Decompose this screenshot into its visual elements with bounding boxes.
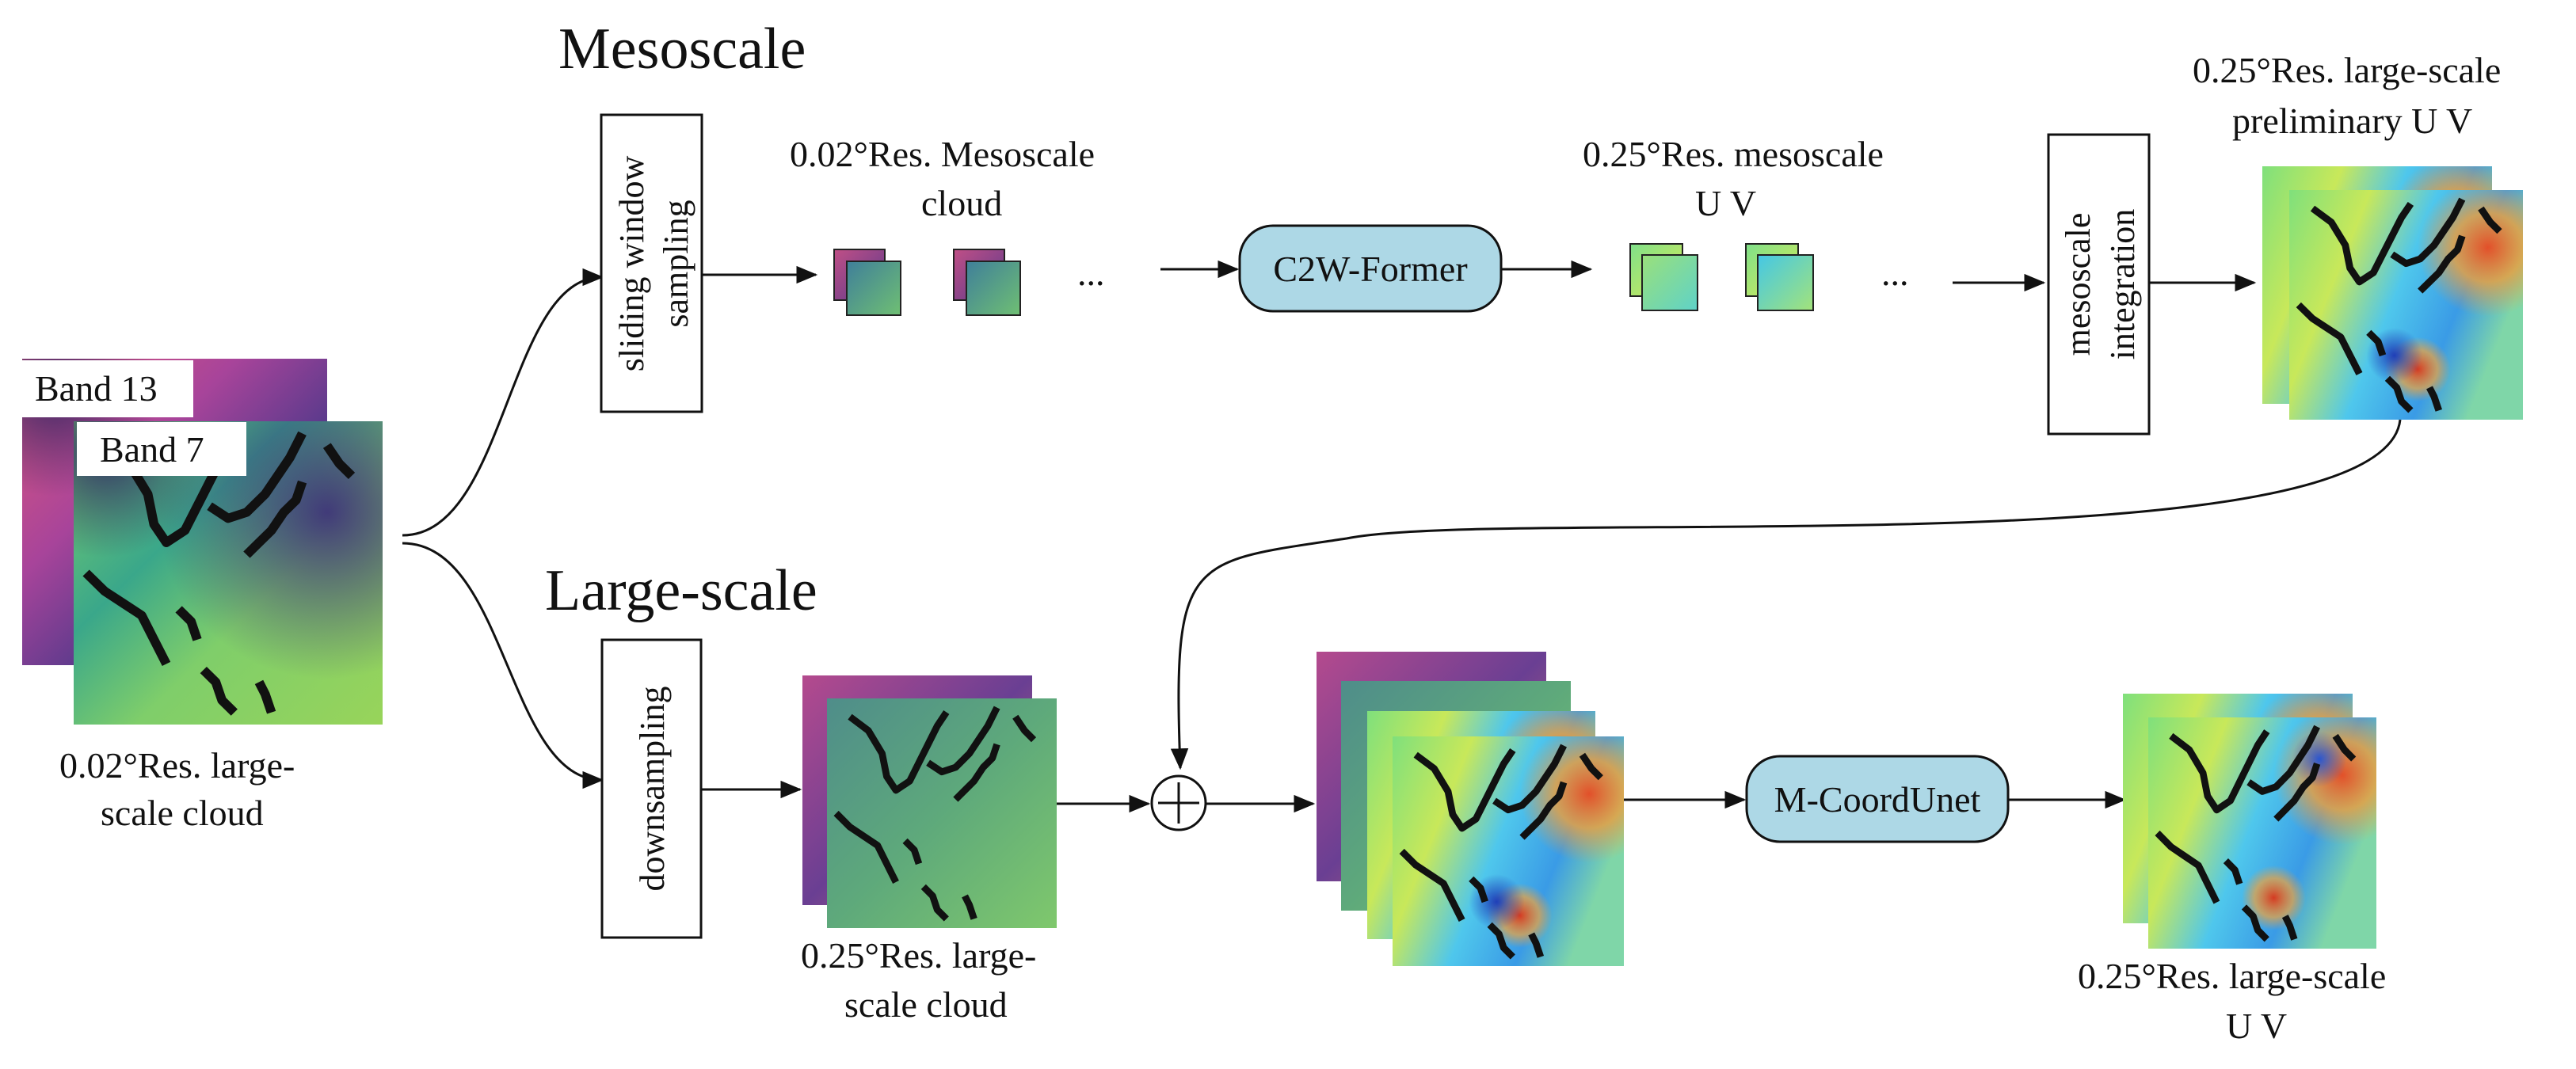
prelim-uv-label-line2: preliminary U V [2232,101,2472,141]
merge-node [1150,774,1207,831]
integration-label-line1: mesoscale [2059,213,2098,356]
meso-cloud-tile-1 [833,249,901,316]
m-coordunet-block: M-CoordUnet [1745,755,2010,843]
meso-cloud-label-line2: cloud [921,183,1002,223]
branch-curve-bottom [402,542,604,789]
preliminary-uv-image [2262,166,2523,420]
output-uv-label-line2: U V [2226,1006,2287,1046]
meso-uv-tile-2 [1745,243,1814,311]
band13-label: Band 13 [35,368,158,409]
sampling-label-line1: sliding window [612,155,651,371]
downsampling-box: downsampling [600,638,703,939]
large-scale-title: Large-scale [545,558,817,623]
feedback-curve [1170,419,2402,770]
c2w-former-label: C2W-Former [1273,249,1467,289]
prelim-uv-label-line1: 0.25°Res. large-scale [2193,50,2501,90]
integration-label-line2: integration [2103,209,2142,360]
meso-uv-tile-1 [1629,243,1698,311]
sampling-label-line2: sampling [657,200,695,327]
large-scale-cloud-image [802,675,1057,928]
output-uv-image [2123,694,2376,949]
downsampling-label: downsampling [633,686,672,891]
c2w-former-block: C2W-Former [1238,224,1503,313]
meso-cloud-label-line1: 0.02°Res. Mesoscale [790,134,1095,174]
output-uv-label-line1: 0.25°Res. large-scale [2078,956,2386,996]
meso-cloud-tile-2 [953,249,1021,316]
meso-uv-ellipsis: ... [1881,253,1909,293]
band7-label: Band 7 [100,429,204,470]
meso-uv-label-line2: U V [1695,183,1756,223]
input-caption-line1: 0.02°Res. large- [59,745,295,786]
input-band7-image: Band 7 [74,421,383,725]
branch-curve-top [402,268,604,537]
sliding-window-sampling-box: sliding window sampling [600,113,703,413]
large-cloud-label-line2: scale cloud [844,984,1008,1025]
large-cloud-label-line1: 0.25°Res. large- [801,935,1036,976]
m-coordunet-label: M-CoordUnet [1774,779,1981,820]
input-caption-line2: scale cloud [101,793,264,833]
mesoscale-integration-box: mesoscale integration [2047,133,2151,436]
merged-input-stack [1317,652,1624,966]
meso-uv-label-line1: 0.25°Res. mesoscale [1583,134,1884,174]
mesoscale-title: Mesoscale [558,17,806,82]
meso-cloud-ellipsis: ... [1077,253,1105,293]
